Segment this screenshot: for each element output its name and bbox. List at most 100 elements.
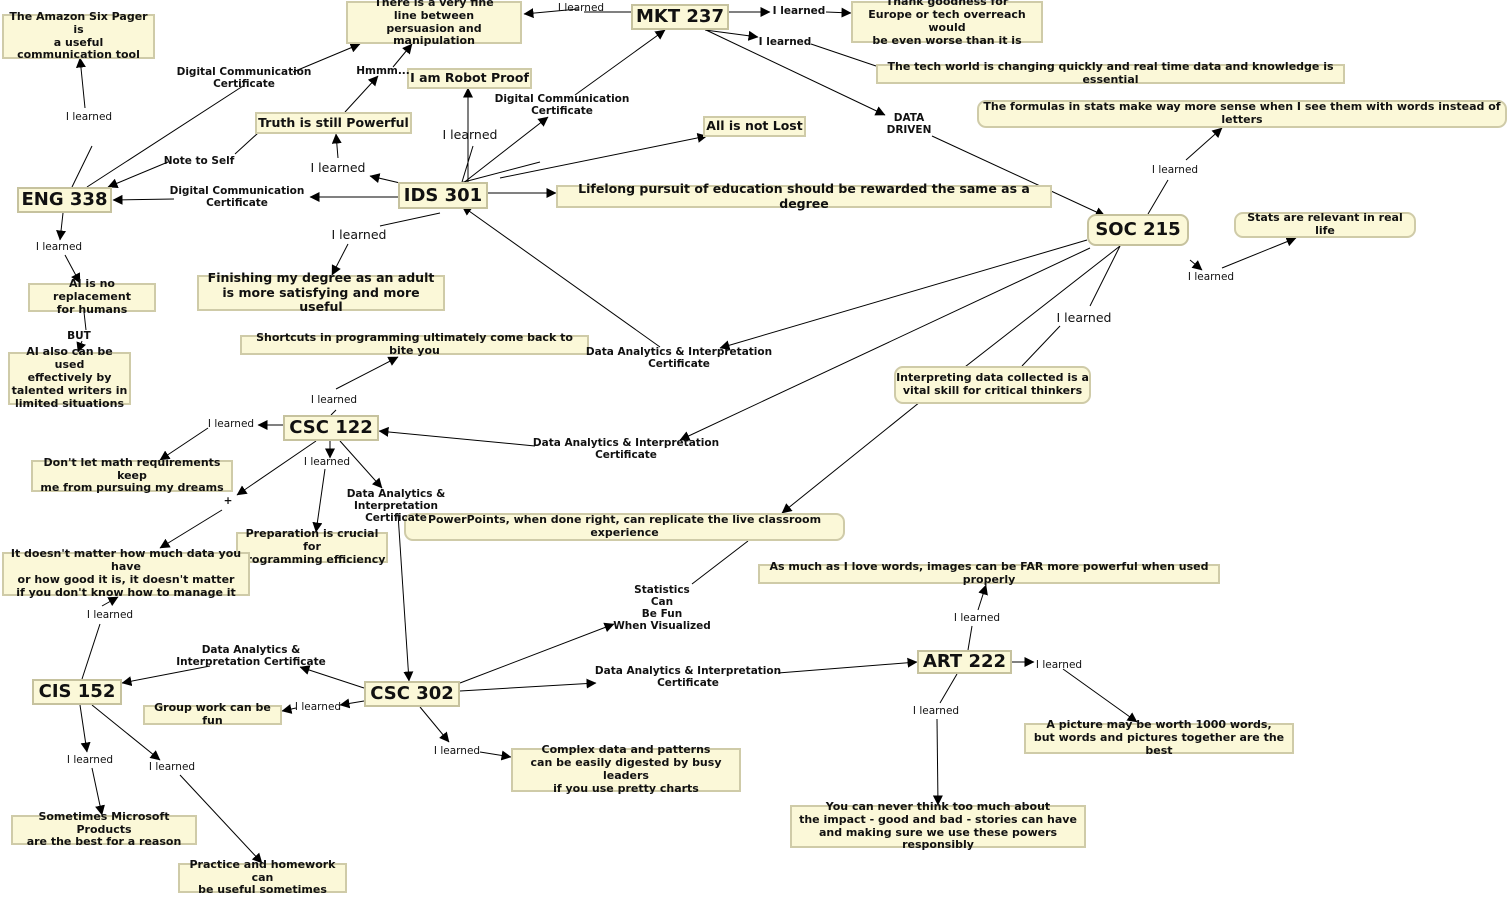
node-mkt-237[interactable]: MKT 237	[631, 4, 729, 30]
line-connector	[234, 132, 259, 155]
link-label: I learned	[953, 611, 1001, 624]
concept-amazon-six-pager[interactable]: The Amazon Six Pager is a useful communi…	[2, 10, 155, 61]
node-soc-215[interactable]: SOC 215	[1087, 214, 1189, 246]
link-label: I learned	[772, 4, 826, 17]
line-connector	[83, 311, 87, 331]
concept-interpreting-data[interactable]: Interpreting data collected is a vital s…	[894, 366, 1091, 404]
link-label: I learned	[310, 159, 366, 175]
line-connector	[81, 623, 101, 680]
concept-data-management[interactable]: It doesn't matter how much data you have…	[2, 547, 250, 599]
concept-ai-not-replacement[interactable]: AI is no replacement for humans	[28, 277, 156, 316]
link-label: I learned	[148, 760, 196, 773]
line-connector	[1089, 245, 1121, 307]
concept-ai-effective[interactable]: AI also can be used effectively by talen…	[8, 345, 131, 410]
arrow-connector	[76, 340, 86, 353]
link-label: I learned	[303, 455, 351, 468]
concept-math-requirements[interactable]: Don't let math requirements keep me from…	[31, 456, 233, 494]
line-connector	[86, 85, 244, 188]
link-label: Data Analytics & Interpretation Certific…	[176, 643, 326, 668]
link-label: Digital Communication Certificate	[176, 65, 312, 90]
link-label: I learned	[557, 1, 605, 14]
arrow-connector	[331, 243, 349, 276]
arrow-connector	[1221, 236, 1297, 269]
link-label: Note to Self	[163, 154, 235, 167]
arrow-connector	[292, 43, 361, 73]
arrow-connector	[64, 254, 81, 284]
node-ids-301[interactable]: IDS 301	[398, 182, 488, 209]
arrow-connector	[101, 596, 119, 607]
arrow-connector	[499, 132, 708, 179]
arrow-connector	[1062, 668, 1138, 723]
arrow-connector	[331, 133, 342, 159]
arrow-connector	[335, 356, 399, 390]
concept-persuasion-manipulation[interactable]: There is a very fine line between persua…	[346, 0, 522, 47]
line-connector	[459, 161, 541, 184]
arrow-connector	[299, 665, 365, 689]
line-connector	[1147, 179, 1169, 215]
node-cis-152[interactable]: CIS 152	[32, 679, 122, 705]
arrow-connector	[91, 704, 161, 761]
link-label: Digital Communication Certificate	[494, 92, 630, 117]
link-label: +	[223, 494, 233, 507]
concept-group-work[interactable]: Group work can be fun	[143, 701, 282, 727]
concept-stories-impact[interactable]: You can never think too much about the i…	[790, 800, 1086, 851]
arrow-connector	[931, 135, 1106, 217]
arrow-connector	[236, 440, 317, 496]
link-label: Statistics Can Be Fun When Visualized	[613, 583, 711, 633]
link-label: BUT	[67, 329, 91, 342]
arrow-connector	[56, 212, 67, 241]
concept-stats-relevant[interactable]: Stats are relevant in real life	[1234, 211, 1416, 238]
link-label: I learned	[294, 700, 342, 713]
link-label: I learned	[442, 126, 498, 142]
link-label: I learned	[86, 608, 134, 621]
concept-robot-proof[interactable]: I am Robot Proof	[407, 68, 532, 89]
arrow-connector	[459, 622, 615, 684]
link-label: Data Analytics & Interpretation Certific…	[346, 487, 446, 525]
concept-practice-homework[interactable]: Practice and homework can be useful some…	[178, 858, 347, 896]
arrow-connector	[704, 29, 759, 41]
link-label: Data Analytics & Interpretation Certific…	[585, 345, 773, 370]
arrow-connector	[75, 57, 86, 109]
concept-thank-goodness-europe[interactable]: Thank goodness for Europe or tech overre…	[851, 0, 1043, 47]
arrow-connector	[79, 704, 91, 753]
concept-programming-shortcuts[interactable]: Shortcuts in programming ultimately come…	[240, 331, 589, 357]
arrow-connector	[159, 427, 209, 461]
concept-all-not-lost[interactable]: All is not Lost	[703, 116, 806, 137]
arrow-connector	[121, 665, 211, 687]
link-label: I learned	[207, 417, 255, 430]
concept-lifelong-education[interactable]: Lifelong pursuit of education should be …	[556, 181, 1052, 210]
concept-microsoft-products[interactable]: Sometimes Microsoft Products are the bes…	[11, 810, 197, 848]
line-connector	[1021, 325, 1061, 367]
link-label: Data Analytics & Interpretation Certific…	[594, 664, 782, 689]
node-art-222[interactable]: ART 222	[917, 650, 1012, 674]
concept-truth-powerful[interactable]: Truth is still Powerful	[255, 112, 412, 134]
concept-images-powerful[interactable]: As much as I love words, images can be F…	[758, 560, 1220, 586]
concept-preparation[interactable]: Preparation is crucial for programming e…	[236, 527, 388, 566]
concept-picture-words[interactable]: A picture may be worth 1000 words, but w…	[1024, 718, 1294, 757]
arrow-connector	[1185, 127, 1223, 161]
concept-tech-world-changing[interactable]: The tech world is changing quickly and r…	[876, 60, 1345, 86]
node-csc-302[interactable]: CSC 302	[364, 681, 460, 707]
line-connector	[691, 540, 749, 585]
arrow-connector	[179, 774, 263, 864]
arrow-connector	[679, 247, 1091, 441]
concept-stats-formulas[interactable]: The formulas in stats make way more sens…	[977, 100, 1507, 128]
link-label: DATA DRIVEN	[886, 111, 932, 136]
node-csc-122[interactable]: CSC 122	[283, 415, 379, 441]
arrow-connector	[91, 767, 105, 816]
arrow-connector	[339, 698, 365, 709]
link-label: I learned	[433, 744, 481, 757]
concept-powerpoints[interactable]: PowerPoints, when done right, can replic…	[404, 513, 845, 541]
line-connector	[810, 43, 877, 67]
arrow-connector	[777, 657, 918, 674]
arrow-connector	[159, 509, 223, 549]
concept-finishing-degree[interactable]: Finishing my degree as an adult is more …	[197, 270, 445, 314]
link-label: I learned	[1187, 270, 1235, 283]
arrow-connector	[705, 29, 886, 116]
arrow-connector	[574, 29, 666, 96]
node-eng-338[interactable]: ENG 338	[17, 187, 112, 213]
line-connector	[461, 145, 474, 183]
arrow-connector	[781, 401, 921, 514]
concept-complex-data-charts[interactable]: Complex data and patterns can be easily …	[511, 743, 741, 795]
line-connector	[71, 145, 93, 188]
